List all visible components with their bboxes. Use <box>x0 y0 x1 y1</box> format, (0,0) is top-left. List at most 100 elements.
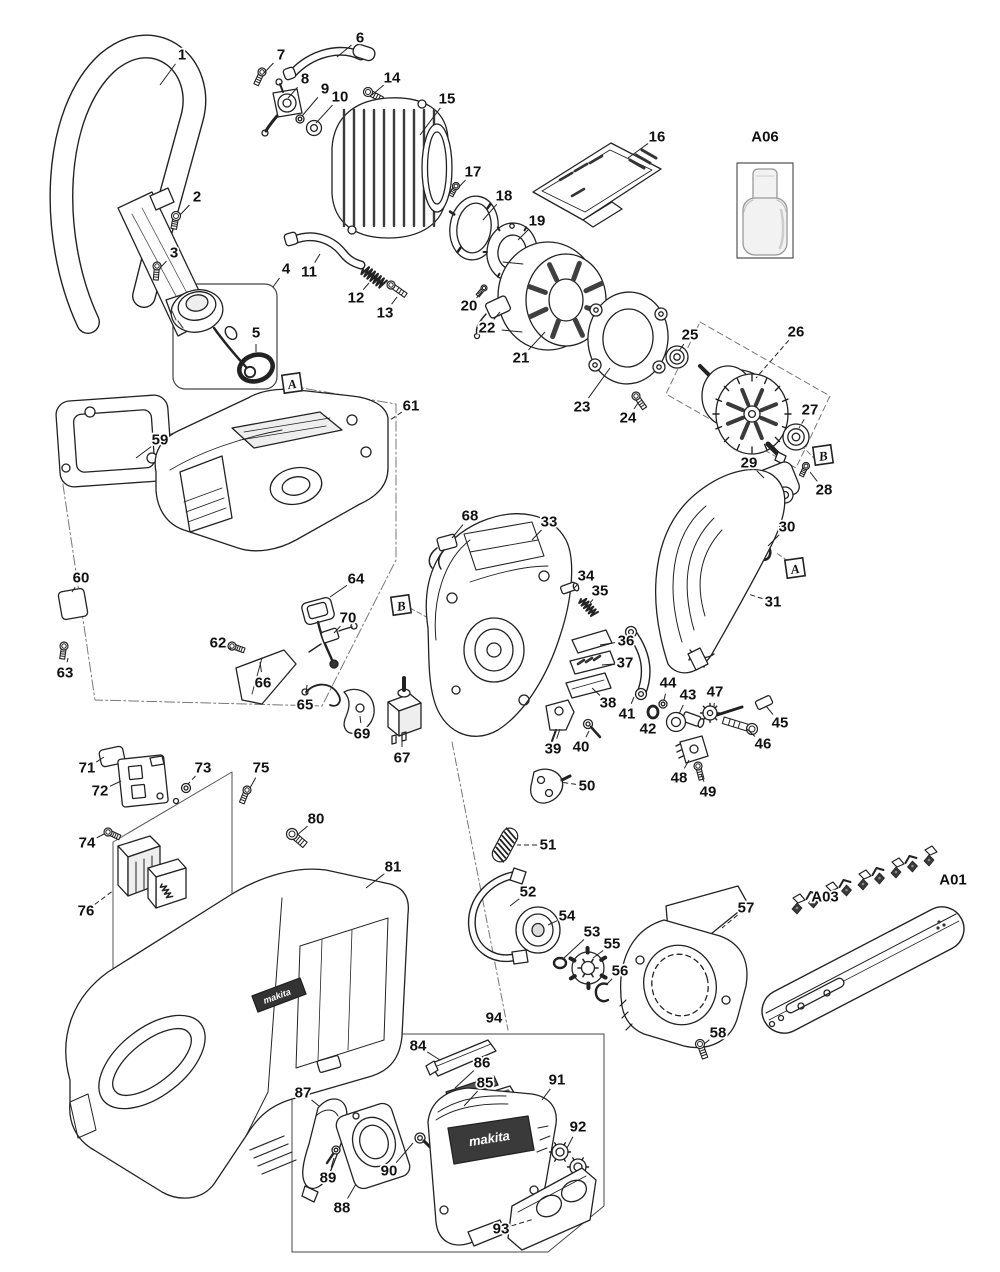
leader-line-84 <box>427 1051 441 1061</box>
part-62-screw <box>227 641 246 654</box>
leader-line-43 <box>678 704 684 715</box>
part-10-sleeve <box>305 119 323 137</box>
callout-2: 2 <box>193 189 201 206</box>
callout-24: 24 <box>620 410 637 427</box>
leader-line-19 <box>517 228 530 241</box>
leader-line-46 <box>746 728 756 737</box>
section-letter-box-B: B <box>389 593 413 617</box>
leader-line-65 <box>305 684 308 695</box>
leader-line-8 <box>287 86 299 99</box>
part-59-cover-frame <box>55 394 173 488</box>
callout-71: 71 <box>79 760 96 777</box>
part-15-motor-housing <box>331 97 453 239</box>
callout-94: 94 <box>486 1010 503 1027</box>
part-69-lever <box>343 688 375 734</box>
callout-15: 15 <box>439 91 456 108</box>
leader-line-41 <box>630 696 635 705</box>
part-40-pin <box>582 718 602 739</box>
part-48-block <box>675 735 709 764</box>
part-60-label <box>57 587 89 621</box>
callout-43: 43 <box>680 687 697 704</box>
leader-line-71 <box>95 756 105 763</box>
part-22-lead-wire <box>473 295 512 340</box>
callout-7: 7 <box>277 47 285 64</box>
callout-19: 19 <box>529 213 546 230</box>
leader-line-13 <box>391 296 398 305</box>
reference-boundaries <box>61 162 831 1253</box>
callout-70: 70 <box>340 610 357 627</box>
callout-17: 17 <box>465 164 482 181</box>
part-80-bolt <box>285 827 308 849</box>
part-43-hub <box>665 711 705 733</box>
leader-line-53 <box>563 939 585 959</box>
part-89-screw <box>325 1145 341 1165</box>
callout-48: 48 <box>671 770 688 787</box>
callout-49: 49 <box>700 784 717 801</box>
callout-90: 90 <box>381 1163 398 1180</box>
leader-line-61 <box>389 411 403 421</box>
callout-44: 44 <box>660 675 677 692</box>
leader-line-27 <box>798 419 805 429</box>
part-74-screw <box>103 827 122 841</box>
leader-line-10 <box>315 104 333 124</box>
part-17-screw <box>448 181 461 198</box>
leader-line-59 <box>135 446 152 459</box>
callout-93: 93 <box>493 1221 510 1238</box>
callout-56: 56 <box>612 963 629 980</box>
section-letter-A: A <box>286 376 298 392</box>
part-41-link <box>624 625 651 701</box>
part-11-tube <box>283 231 366 270</box>
callout-80: 80 <box>308 811 325 828</box>
callout-14: 14 <box>384 70 401 87</box>
callout-65: 65 <box>297 697 314 714</box>
callout-87: 87 <box>295 1085 312 1102</box>
leader-line-37 <box>601 663 615 666</box>
leader-line-1 <box>159 63 176 86</box>
section-letter-box-B: B <box>811 443 835 467</box>
leader-line-70 <box>333 625 341 634</box>
part-9-washer <box>295 114 305 124</box>
callout-42: 42 <box>640 721 657 738</box>
leader-line-86 <box>454 1070 475 1089</box>
part-a06-oil-bottle <box>742 168 788 256</box>
leader-line-66 <box>259 661 262 673</box>
leader-line-87 <box>311 1099 320 1107</box>
leader-line-2 <box>179 204 190 216</box>
callout-68: 68 <box>462 508 479 525</box>
callout-46: 46 <box>755 736 772 753</box>
part-a03-saw-chain <box>791 845 938 915</box>
leader-line-93 <box>511 1218 535 1227</box>
leader-line-30 <box>767 534 780 547</box>
leader-line-39 <box>556 728 561 739</box>
leader-line-29 <box>756 470 765 479</box>
callout-25: 25 <box>682 327 699 344</box>
callout-73: 73 <box>195 760 212 777</box>
part-3-bolt <box>152 261 162 281</box>
callout-10: 10 <box>332 89 349 106</box>
part-28-screw <box>798 461 811 478</box>
part-6-tube <box>282 43 376 81</box>
leader-line-12 <box>362 282 370 291</box>
leader-line-92 <box>566 1136 574 1149</box>
leader-line-33 <box>531 529 542 541</box>
callout-45: 45 <box>772 715 789 732</box>
callout-34: 34 <box>578 568 595 585</box>
callout-88: 88 <box>334 1200 351 1217</box>
leader-line-17 <box>458 179 466 188</box>
part-44-washer <box>658 699 668 709</box>
callout-60: 60 <box>73 570 90 587</box>
leader-line-44 <box>663 693 666 701</box>
leader-line-85 <box>463 1090 478 1107</box>
leader-line-54 <box>547 920 558 926</box>
leader-line-73 <box>187 775 196 785</box>
part-2-bolt <box>170 210 182 230</box>
callout-66: 66 <box>255 675 272 692</box>
callout-72: 72 <box>92 783 109 800</box>
callout-63: 63 <box>57 665 74 682</box>
callout-67: 67 <box>394 750 411 767</box>
leader-line-23 <box>588 367 611 399</box>
